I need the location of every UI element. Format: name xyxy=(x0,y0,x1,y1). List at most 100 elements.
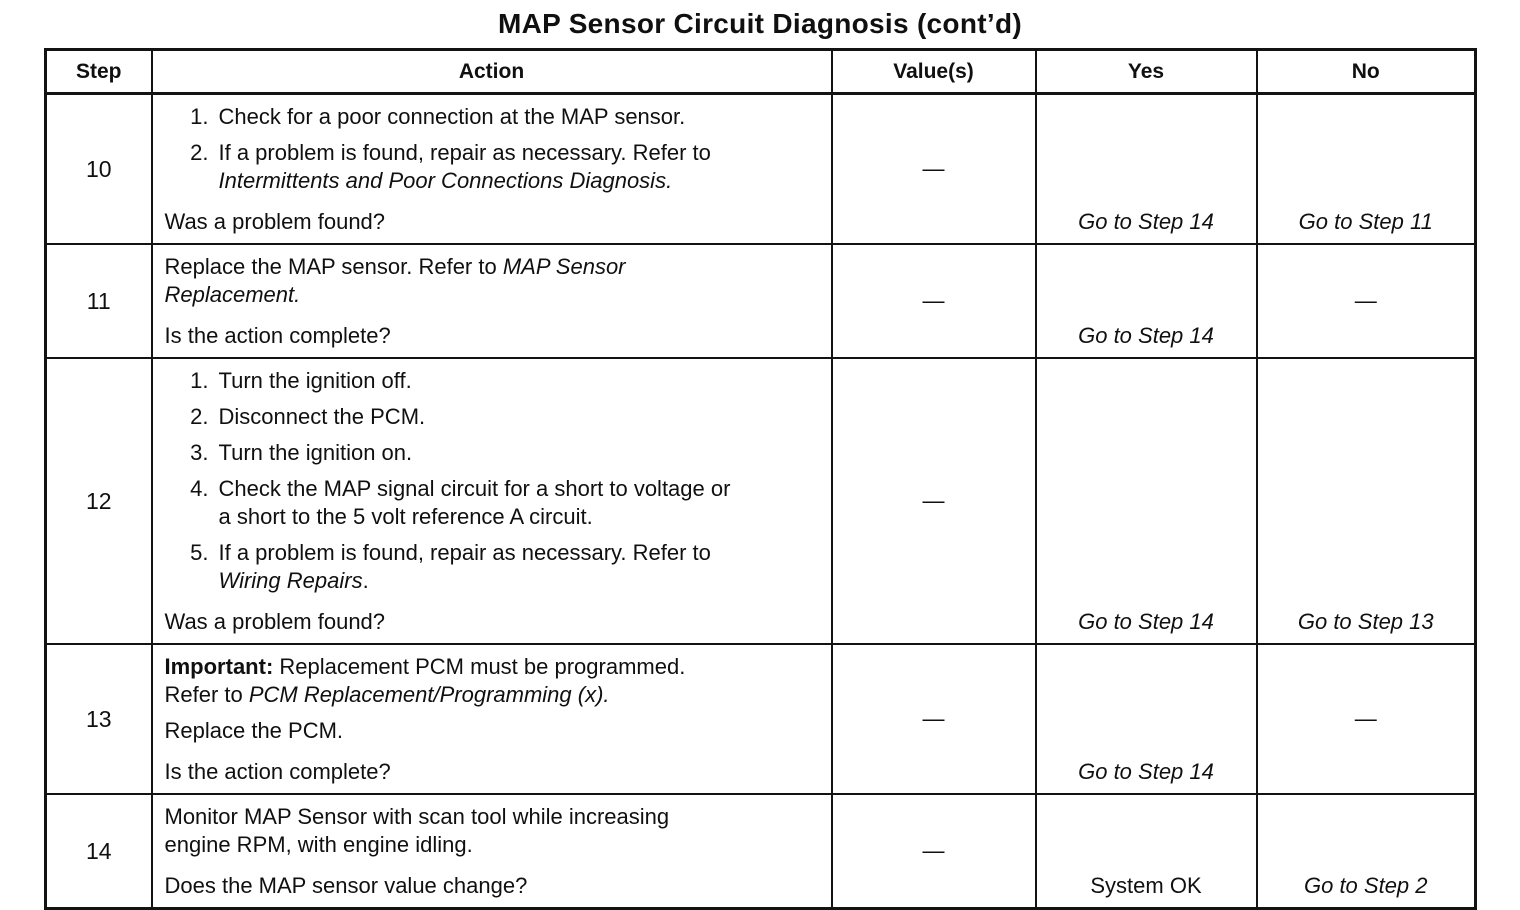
yes-result: Go to Step 14 xyxy=(1078,609,1214,634)
action-question: Does the MAP sensor value change? xyxy=(164,873,528,898)
action-item: 1. Turn the ignition off. xyxy=(165,367,821,395)
item-text: If a problem is found, repair as necessa… xyxy=(219,539,821,595)
step-number: 12 xyxy=(85,487,112,514)
value-cell: — xyxy=(830,643,1037,795)
table-row: 11 Replace the MAP sensor. Refer to MAP S… xyxy=(44,243,1477,359)
value-cell: — xyxy=(830,243,1037,359)
yes-result: Go to Step 14 xyxy=(1078,323,1214,348)
step-number: 10 xyxy=(85,155,112,182)
action-cell: 1. Turn the ignition off. 2. Disconnect the… xyxy=(150,357,833,645)
action-item: 5. If a problem is found, repair as neces… xyxy=(165,539,821,595)
action-cell: Important: Replacement PCM must be progr… xyxy=(150,643,833,795)
step-cell: 10 xyxy=(44,92,153,245)
item-number: 2. xyxy=(190,404,209,429)
no-result: Go to Step 11 xyxy=(1298,209,1433,234)
value-dash: — xyxy=(922,706,945,731)
text-segment: MAP Sensor xyxy=(502,254,626,279)
item-number: 5. xyxy=(190,540,209,565)
text-segment: . xyxy=(362,568,369,593)
action-item: 3. Turn the ignition on. xyxy=(165,439,821,467)
item-number: 4. xyxy=(190,476,209,501)
text-segment: Check the MAP signal circuit for a short… xyxy=(218,476,731,501)
yes-result: Go to Step 14 xyxy=(1078,209,1214,234)
step-cell: 14 xyxy=(44,793,153,910)
text-segment: Replace the PCM. xyxy=(164,718,344,743)
step-cell: 11 xyxy=(44,243,153,359)
action-paragraph: Important: Replacement PCM must be progr… xyxy=(165,653,821,709)
yes-cell: System OK xyxy=(1034,793,1258,910)
text-segment: Monitor MAP Sensor with scan tool while … xyxy=(164,804,670,829)
no-cell: — xyxy=(1255,243,1477,359)
item-number: 1. xyxy=(190,104,209,129)
col-header-step: Step xyxy=(44,48,153,95)
yes-result: System OK xyxy=(1090,873,1202,898)
no-result: — xyxy=(1354,288,1377,313)
text-segment: If a problem is found, repair as necessa… xyxy=(218,140,711,165)
yes-cell: Go to Step 14 xyxy=(1034,357,1258,645)
item-number: 2. xyxy=(190,140,209,165)
text-segment: Important: xyxy=(164,654,274,679)
action-question: Is the action complete? xyxy=(164,759,391,784)
page-title: MAP Sensor Circuit Diagnosis (cont’d) xyxy=(498,8,1022,39)
action-item: 1. Check for a poor connection at the MAP… xyxy=(165,103,821,131)
col-header-yes: Yes xyxy=(1034,48,1258,95)
yes-result: Go to Step 14 xyxy=(1078,759,1214,784)
action-paragraph: Replace the MAP sensor. Refer to MAP Sen… xyxy=(165,253,821,309)
action-paragraph: Monitor MAP Sensor with scan tool while … xyxy=(165,803,821,859)
value-cell: — xyxy=(830,793,1037,910)
text-segment: Turn the ignition off. xyxy=(218,368,412,393)
table-row: 10 1. Check for a poor connection at the M… xyxy=(44,92,1477,245)
table-row: 14 Monitor MAP Sensor with scan tool whil… xyxy=(44,793,1477,910)
action-item: 2. If a problem is found, repair as neces… xyxy=(165,139,821,195)
text-segment: Intermittents and Poor Connections Diagn… xyxy=(218,168,673,193)
step-cell: 12 xyxy=(44,357,153,645)
item-text: Turn the ignition off. xyxy=(219,367,821,395)
text-segment: Replacement PCM must be programmed. xyxy=(273,654,686,679)
item-text: Check for a poor connection at the MAP s… xyxy=(219,103,821,131)
step-cell: 13 xyxy=(44,643,153,795)
no-result: — xyxy=(1354,706,1377,731)
action-item: 2. Disconnect the PCM. xyxy=(165,403,821,431)
text-segment: engine RPM, with engine idling. xyxy=(164,832,473,857)
action-question: Is the action complete? xyxy=(164,323,391,348)
text-segment: Check for a poor connection at the MAP s… xyxy=(218,104,686,129)
table-row: 12 1. Turn the ignition off. 2. Disconnect t… xyxy=(44,357,1477,645)
action-item: 4. Check the MAP signal circuit for a sho… xyxy=(165,475,821,531)
text-segment: Refer to xyxy=(164,682,249,707)
item-text: Disconnect the PCM. xyxy=(219,403,821,431)
item-number: 3. xyxy=(190,440,209,465)
text-segment: Replace the MAP sensor. Refer to xyxy=(164,254,503,279)
item-text: Turn the ignition on. xyxy=(219,439,821,467)
value-cell: — xyxy=(830,92,1037,245)
step-number: 11 xyxy=(86,287,111,314)
no-cell: Go to Step 11 xyxy=(1255,92,1477,245)
table-body: 10 1. Check for a poor connection at the M… xyxy=(44,92,1477,910)
yes-cell: Go to Step 14 xyxy=(1034,643,1258,795)
text-segment: Turn the ignition on. xyxy=(218,440,413,465)
item-number: 1. xyxy=(190,368,209,393)
col-header-action: Action xyxy=(150,48,833,95)
no-cell: Go to Step 13 xyxy=(1255,357,1477,645)
no-result: Go to Step 13 xyxy=(1297,609,1434,634)
text-segment: If a problem is found, repair as necessa… xyxy=(218,540,711,565)
col-header-values: Value(s) xyxy=(830,48,1037,95)
header-row: Step Action Value(s) Yes No xyxy=(44,48,1477,95)
step-number: 14 xyxy=(85,837,112,864)
action-question: Was a problem found? xyxy=(164,609,386,634)
diagnosis-table: Step Action Value(s) Yes No 10 1. Check fo… xyxy=(44,48,1477,910)
action-question: Was a problem found? xyxy=(164,209,386,234)
action-cell: 1. Check for a poor connection at the MAP… xyxy=(150,92,833,245)
value-cell: — xyxy=(830,357,1037,645)
no-result: Go to Step 2 xyxy=(1303,873,1428,898)
value-dash: — xyxy=(922,838,945,863)
item-text: Check the MAP signal circuit for a short… xyxy=(219,475,821,531)
yes-cell: Go to Step 14 xyxy=(1034,243,1258,359)
table-row: 13 Important: Replacement PCM must be pro… xyxy=(44,643,1477,795)
action-paragraph: Replace the PCM. xyxy=(165,717,821,745)
no-cell: — xyxy=(1255,643,1477,795)
no-cell: Go to Step 2 xyxy=(1255,793,1477,910)
item-text: If a problem is found, repair as necessa… xyxy=(219,139,821,195)
text-segment: Wiring Repairs xyxy=(218,568,363,593)
value-dash: — xyxy=(922,156,945,181)
step-number: 13 xyxy=(85,705,112,732)
